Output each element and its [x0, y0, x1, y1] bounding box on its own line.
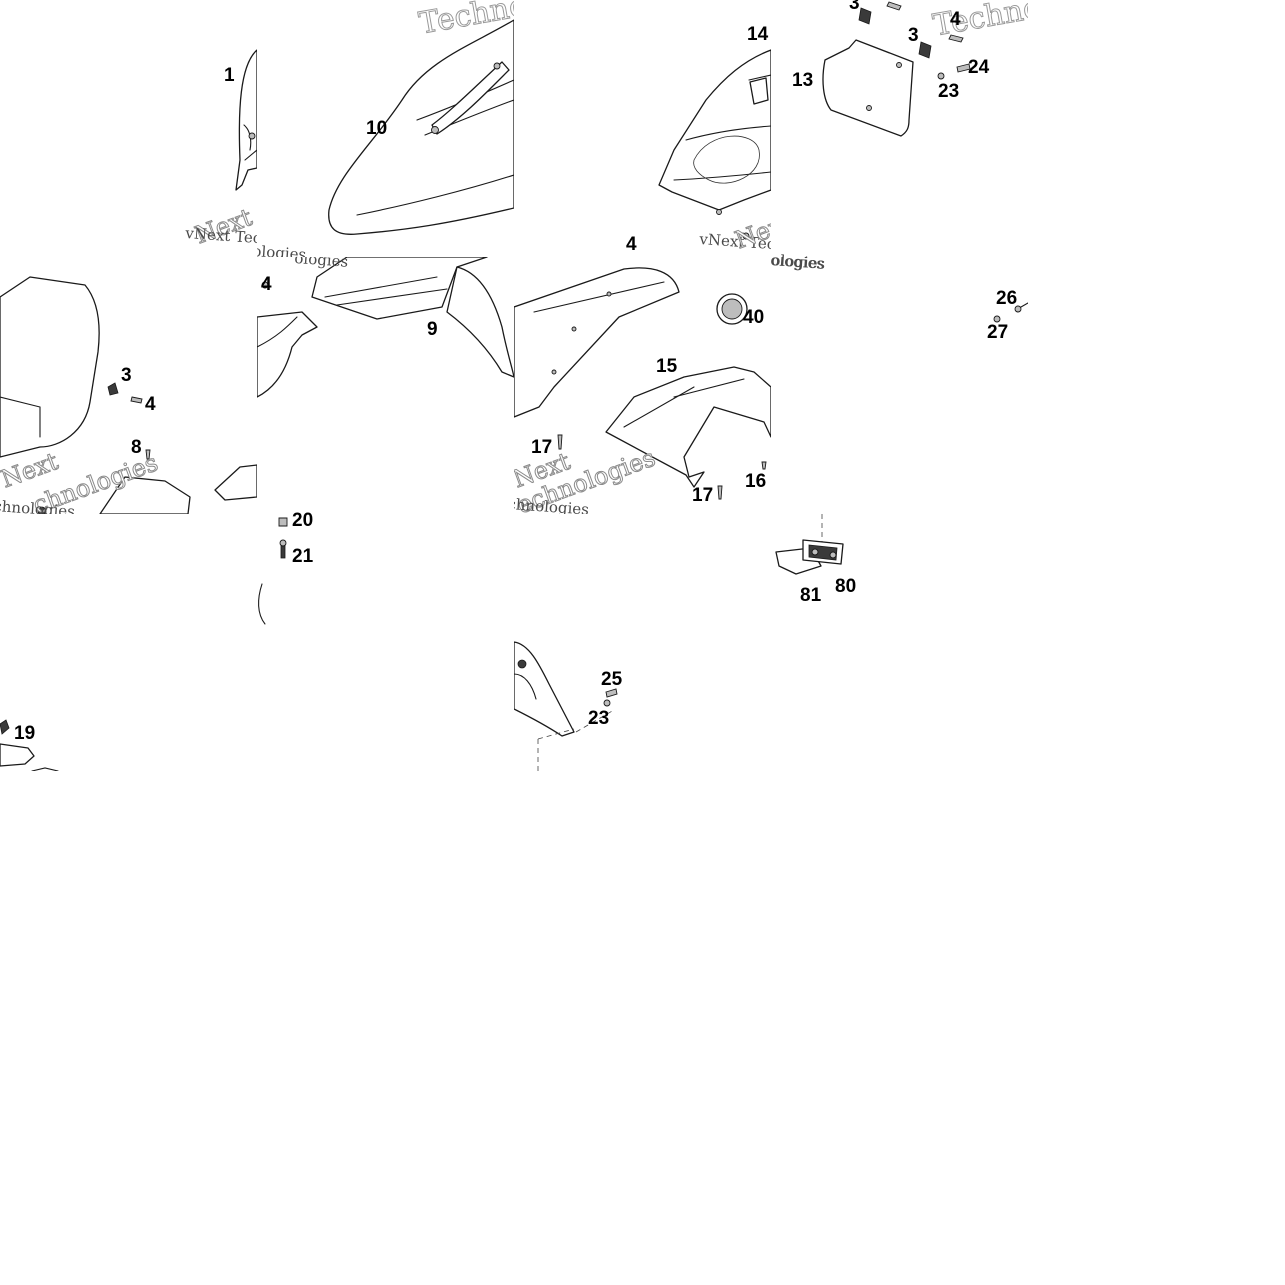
callout-part-27: 27 — [987, 322, 1009, 343]
callout-part-4: 4 — [950, 9, 961, 30]
windshield-drawing — [0, 276, 257, 514]
part-10-drawing — [328, 19, 514, 235]
callout-part-4: 4 — [145, 394, 156, 415]
hardware-20-21-drawing — [258, 517, 288, 625]
callout-part-21: 21 — [292, 546, 314, 567]
callout-part-16: 16 — [745, 471, 767, 492]
callout-part-14: 14 — [747, 24, 769, 45]
callout-part-9: 9 — [427, 319, 438, 340]
tile-bracket-part-19 — [0, 514, 257, 771]
part-9-drawing — [257, 257, 514, 398]
callout-part-81: 81 — [800, 585, 822, 606]
callout-part-1: 1 — [224, 65, 235, 86]
tile-hardware-26-27: ologies — [771, 257, 1028, 514]
callout-part-25: 25 — [601, 669, 623, 690]
part-15-drawing — [514, 267, 771, 500]
tile-side-panel-part-9: ologies — [257, 257, 514, 514]
callout-part-20: 20 — [292, 510, 314, 531]
part-19-drawing — [0, 719, 59, 771]
callout-part-3: 3 — [849, 0, 860, 14]
part-80-drawing — [775, 514, 844, 575]
callout-part-8: 8 — [131, 437, 142, 458]
tile-rear-tub-part-14: vNext Tec Next — [514, 0, 771, 257]
tile-front-fender-part-10: Techno ologies — [257, 0, 514, 257]
callout-part-17: 17 — [531, 437, 553, 458]
callout-part-15: 15 — [656, 356, 678, 377]
watermark-text: ologies — [770, 251, 826, 273]
watermark-text: chnologies — [0, 497, 76, 514]
callout-part-13: 13 — [792, 70, 814, 91]
part-25-drawing — [514, 641, 618, 771]
callout-part-4: 4 — [626, 234, 637, 255]
watermark-text: chnologies — [514, 495, 590, 514]
callout-part-26: 26 — [996, 288, 1018, 309]
callout-part-23: 23 — [588, 708, 610, 729]
watermark-text: ologies — [257, 242, 307, 257]
tile-fender-lower-part-25 — [514, 514, 771, 771]
tile-rear-panel-part-15: Next echnologies chnologies — [514, 257, 771, 514]
part-13-drawing — [822, 1, 971, 137]
tile-plate-part-13: Techno — [771, 0, 1028, 257]
callout-part-23: 23 — [938, 81, 960, 102]
tile-windshield-view: Next chnologies chnologies — [0, 257, 257, 514]
tile-windshield-part-1: Next vNext Tec — [0, 0, 257, 257]
callout-part-4: 4 — [261, 274, 272, 295]
callout-part-24: 24 — [968, 57, 990, 78]
callout-part-80: 80 — [835, 576, 857, 597]
tile-reflector-part-80 — [771, 514, 1028, 771]
callout-part-17: 17 — [692, 485, 714, 506]
hardware-26-27-drawing — [993, 302, 1028, 323]
tile-hardware-20-21 — [257, 514, 514, 771]
callout-part-10: 10 — [366, 118, 388, 139]
callout-part-3: 3 — [121, 365, 132, 386]
part-14-drawing — [658, 49, 771, 243]
callout-part-40: 40 — [743, 307, 765, 328]
callout-part-19: 19 — [14, 723, 36, 744]
part-1-drawing — [235, 49, 257, 191]
callout-part-3: 3 — [908, 25, 919, 46]
